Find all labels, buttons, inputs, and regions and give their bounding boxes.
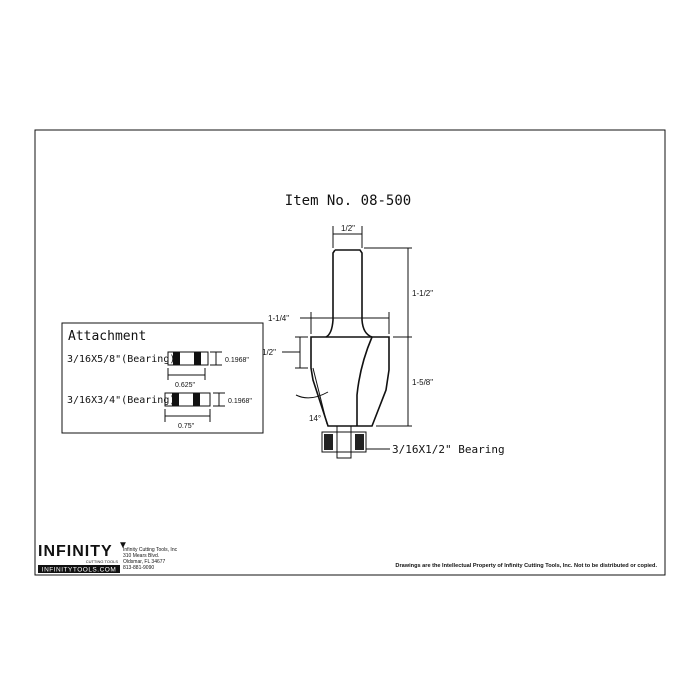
svg-text:INFINITYTOOLS.COM: INFINITYTOOLS.COM (42, 567, 116, 574)
attachment-item-2-label: 3/16X3/4"(Bearing) (67, 395, 175, 406)
top-step-label: 1/2" (262, 348, 276, 357)
angle-label: 14° (309, 414, 321, 423)
shank-length-label: 1-1/2" (412, 289, 433, 298)
svg-text:INFINITY: INFINITY (38, 543, 113, 560)
drawing-frame (34, 129, 666, 576)
company-name: Infinity Cutting Tools, Inc (123, 547, 178, 553)
bearing-1-diagram (167, 351, 222, 380)
attachment-heading: Attachment (68, 329, 146, 344)
bearing-2-diagram (164, 392, 225, 422)
attachment-item-2-diameter: 0.75" (178, 423, 195, 430)
bearing-label: 3/16X1/2" Bearing (392, 443, 505, 456)
attachment-item-1-diameter: 0.625" (175, 382, 196, 389)
company-logo: INFINITY ▼ CUTTING TOOLS INFINITYTOOLS.C… (38, 540, 128, 574)
company-address-2: Oldsmar, FL 34677 (123, 559, 166, 565)
dimension-lines (282, 226, 412, 450)
company-address-1: 310 Mears Blvd. (123, 553, 159, 559)
bearing (321, 425, 367, 459)
company-phone: 813-881-9090 (123, 565, 154, 571)
router-bit (310, 249, 390, 459)
attachment-item-1-thickness: 0.1968" (225, 357, 249, 364)
attachment-item-2-thickness: 0.1968" (228, 398, 252, 405)
cutting-diameter-label: 1-1/4" (268, 314, 289, 323)
copyright-notice: Drawings are the Intellectual Property o… (395, 563, 657, 569)
attachment-box: Attachment 3/16X5/8"(Bearing) 3/16X3/4"(… (61, 322, 264, 434)
attachment-item-1-label: 3/16X5/8"(Bearing) (67, 354, 175, 365)
svg-text:CUTTING TOOLS: CUTTING TOOLS (86, 559, 119, 564)
item-title: Item No. 08-500 (285, 193, 411, 209)
shank-diameter-label: 1/2" (341, 224, 355, 233)
svg-text:▼: ▼ (118, 540, 128, 551)
cutting-length-label: 1-5/8" (412, 378, 433, 387)
